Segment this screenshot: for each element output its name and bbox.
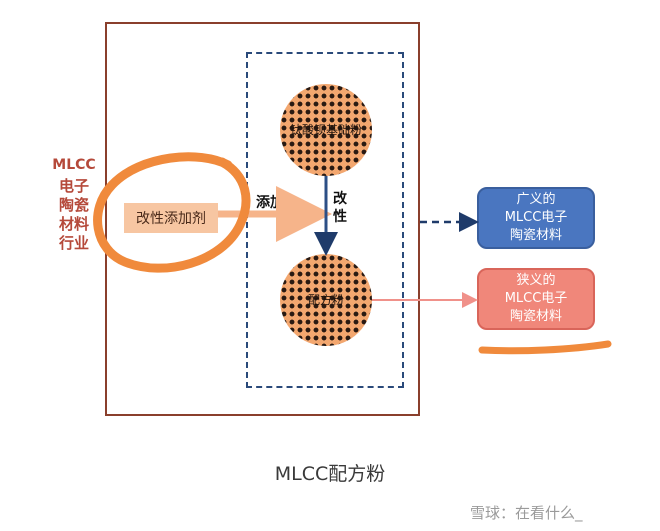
industry-side-label: MLCC 电子陶瓷材料行业 [52, 156, 96, 253]
narrow-mlcc-line2: MLCC电子 [504, 291, 568, 306]
industry-side-label-cjk: 电子陶瓷材料行业 [58, 177, 89, 252]
broad-mlcc-line3: 陶瓷材料 [509, 228, 562, 243]
broad-mlcc-line2: MLCC电子 [504, 210, 568, 225]
industry-frame [105, 22, 420, 416]
modify-label: 改性 [333, 191, 347, 225]
process-dashed-frame [246, 52, 404, 388]
narrow-mlcc-line3: 陶瓷材料 [509, 309, 562, 324]
formula-powder-circle: 配方粉 [280, 254, 372, 346]
narrow-mlcc-box: 狭义的 MLCC电子 陶瓷材料 [477, 268, 595, 330]
broad-mlcc-box: 广义的 MLCC电子 陶瓷材料 [477, 187, 595, 249]
narrow-mlcc-line1: 狭义的 [516, 273, 556, 288]
modifier-additive-box: 改性添加剂 [124, 203, 218, 233]
annotation-circle [93, 152, 251, 273]
broad-mlcc-line1: 广义的 [516, 192, 556, 207]
base-powder-circle: 钛酸钡基础粉 [280, 84, 372, 176]
industry-side-label-latin: MLCC [52, 157, 96, 173]
annotation-underline [478, 340, 612, 355]
formula-powder-label: 配方粉 [307, 292, 344, 307]
source-watermark: 雪球：在看什么_ [470, 504, 583, 522]
base-powder-label: 钛酸钡基础粉 [289, 122, 362, 137]
figure-caption: MLCC配方粉 [274, 463, 386, 485]
